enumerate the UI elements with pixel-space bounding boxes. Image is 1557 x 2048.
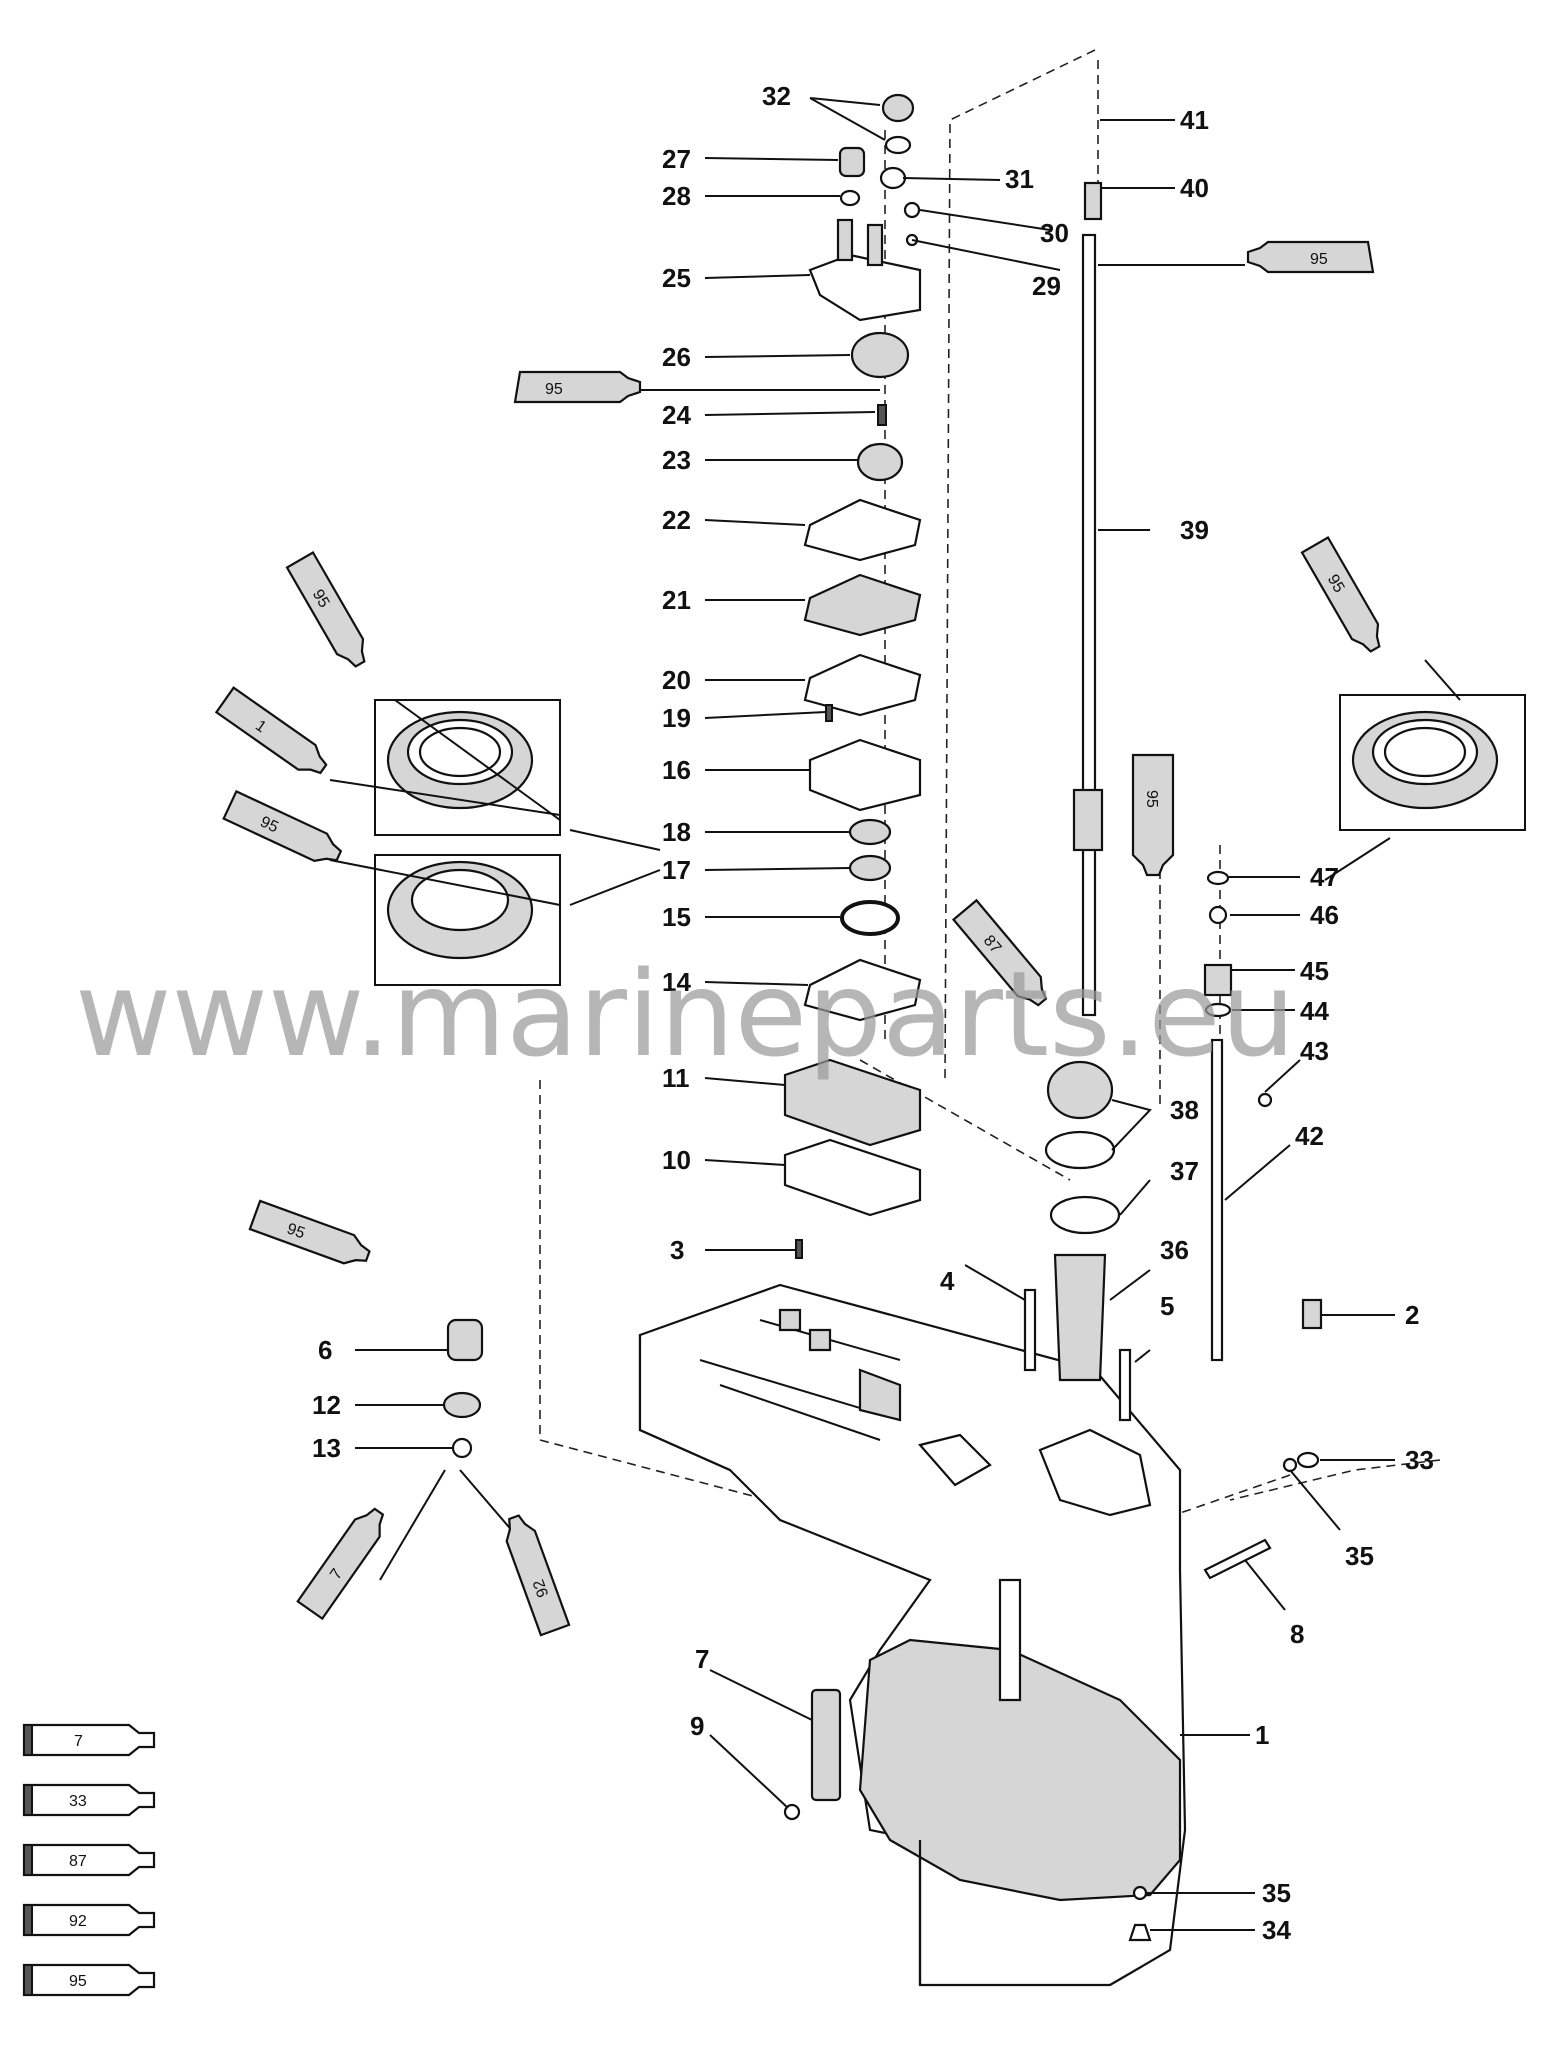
callout-2: 2	[1405, 1300, 1419, 1330]
callout-31: 31	[1005, 164, 1034, 194]
tube-95-mid-left: 95	[513, 370, 642, 404]
legend-tube-87-label: 87	[69, 1853, 87, 1870]
callout-47: 47	[1310, 862, 1339, 892]
sealant-tubes: 95 95 95 1 95 95 95 87	[214, 240, 1381, 1637]
callout-38: 38	[1170, 1095, 1199, 1125]
callout-26: 26	[662, 342, 691, 372]
gear-housing	[638, 1283, 1187, 1987]
tube-95-left-2: 95	[222, 789, 343, 862]
tube-95-left-2-label: 95	[257, 813, 280, 836]
legend-tube-95: 95	[22, 1963, 156, 1997]
leader-lines	[329, 97, 1461, 1931]
tube-1-left: 1	[214, 686, 328, 775]
callout-35-upper: 35	[1345, 1541, 1374, 1571]
callout-4: 4	[940, 1266, 955, 1296]
tube-95-center-label: 95	[1143, 790, 1160, 808]
callout-15: 15	[662, 902, 691, 932]
bearing-box-upper-left	[374, 699, 561, 836]
callout-14: 14	[662, 967, 691, 997]
legend-tube-7-label: 7	[74, 1733, 83, 1750]
callout-45: 45	[1300, 956, 1329, 986]
callout-28: 28	[662, 181, 691, 211]
callout-35-lower: 35	[1262, 1878, 1291, 1908]
callout-34: 34	[1262, 1915, 1291, 1945]
legend-tube-92: 92	[22, 1903, 156, 1937]
callout-32: 32	[762, 81, 791, 111]
callout-19: 19	[662, 703, 691, 733]
legend-tube-95-label: 95	[69, 1973, 87, 1990]
callout-17: 17	[662, 855, 691, 885]
legend-tube-92-label: 92	[69, 1913, 87, 1930]
callout-29: 29	[1032, 271, 1061, 301]
callout-43: 43	[1300, 1036, 1329, 1066]
callout-12: 12	[312, 1390, 341, 1420]
callout-11: 11	[662, 1063, 690, 1093]
sealant-legend: 7 33 87 92 95	[22, 1723, 156, 1997]
callout-8: 8	[1290, 1619, 1304, 1649]
legend-tube-87: 87	[22, 1843, 156, 1877]
callout-46: 46	[1310, 900, 1339, 930]
tube-95-left-1: 95	[285, 550, 366, 668]
callout-6: 6	[318, 1335, 332, 1365]
callout-37: 37	[1170, 1156, 1199, 1186]
callout-numbers: 32 27 28 31 30 29 25 26 24 23 22 21 20 1…	[312, 81, 1434, 1945]
bearing-box-right	[1339, 694, 1526, 831]
tube-95-right-label: 95	[1324, 572, 1348, 596]
tube-95-mid-left-label: 95	[545, 381, 563, 398]
tube-95-top-right: 95	[1246, 240, 1375, 274]
callout-5: 5	[1160, 1291, 1174, 1321]
callout-40: 40	[1180, 173, 1209, 203]
tube-92-lower: 92	[505, 1514, 571, 1637]
callout-1: 1	[1255, 1720, 1269, 1750]
callout-21: 21	[662, 585, 691, 615]
pump-parts	[783, 93, 922, 1259]
watermark-text: www.marineparts.eu	[75, 945, 1296, 1083]
callout-9: 9	[690, 1711, 704, 1741]
legend-tube-33-label: 33	[69, 1793, 87, 1810]
callout-27: 27	[662, 144, 691, 174]
callout-25: 25	[662, 263, 691, 293]
callout-36: 36	[1160, 1235, 1189, 1265]
tube-95-top-right-label: 95	[1310, 251, 1328, 268]
callout-24: 24	[662, 400, 691, 430]
tube-95-right: 95	[1300, 535, 1381, 653]
callout-10: 10	[662, 1145, 691, 1175]
callout-33: 33	[1405, 1445, 1434, 1475]
callout-22: 22	[662, 505, 691, 535]
tube-95-left-1-label: 95	[309, 587, 333, 611]
legend-tube-33: 33	[22, 1783, 156, 1817]
callout-41: 41	[1180, 105, 1209, 135]
callout-18: 18	[662, 817, 691, 847]
callout-30: 30	[1040, 218, 1069, 248]
drive-shaft-parts	[442, 181, 1323, 1942]
callout-16: 16	[662, 755, 691, 785]
tube-87-center: 87	[951, 898, 1048, 1007]
callout-7: 7	[695, 1644, 709, 1674]
tube-7-lower: 7	[296, 1507, 385, 1621]
tube-95-center: 95	[1131, 753, 1175, 877]
tube-92-lower-label: 92	[530, 1577, 552, 1600]
callout-42: 42	[1295, 1121, 1324, 1151]
callout-23: 23	[662, 445, 691, 475]
callout-13: 13	[312, 1433, 341, 1463]
callout-39: 39	[1180, 515, 1209, 545]
callout-20: 20	[662, 665, 691, 695]
tube-95-lower-left-label: 95	[284, 1220, 307, 1242]
legend-tube-7: 7	[22, 1723, 156, 1757]
tube-95-lower-left: 95	[248, 1199, 371, 1265]
callout-44: 44	[1300, 996, 1329, 1026]
bearing-box-lower-left	[374, 854, 561, 986]
callout-3: 3	[670, 1235, 684, 1265]
